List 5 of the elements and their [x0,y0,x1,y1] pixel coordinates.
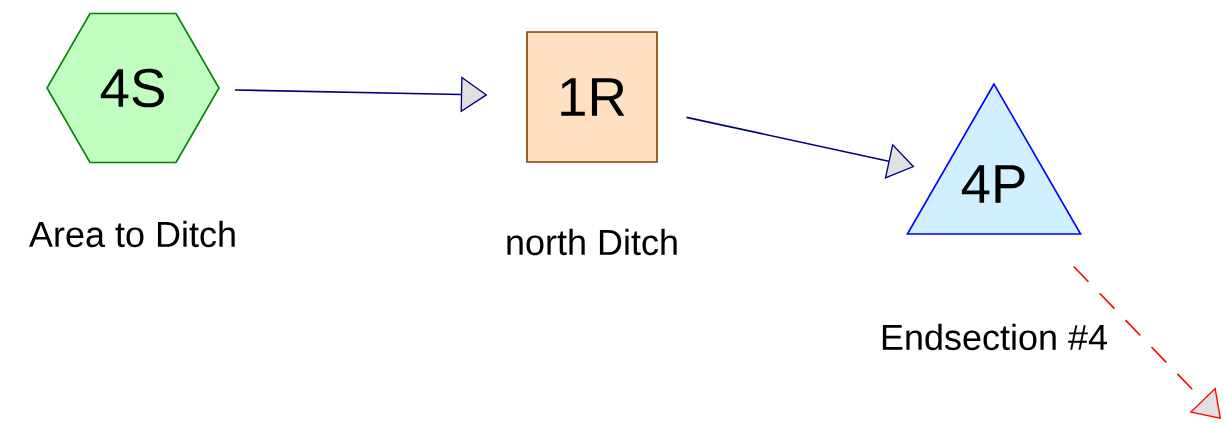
square-node: 1R [526,31,658,163]
node-caption: Area to Ditch [29,220,235,248]
node-caption: Endsection #4 [882,323,1107,351]
hexagon-node: 4S [46,12,220,164]
node-caption: north Ditch [507,228,677,256]
